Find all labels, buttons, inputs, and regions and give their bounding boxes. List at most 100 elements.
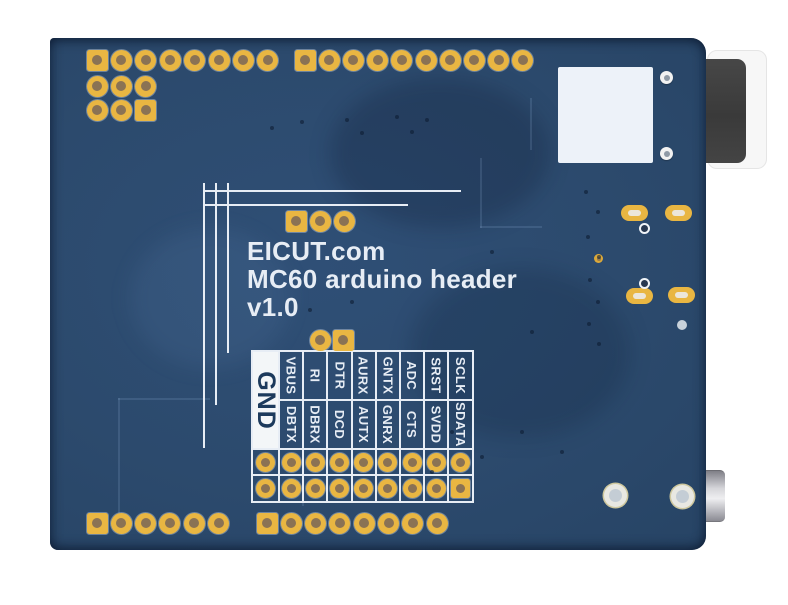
via <box>520 430 524 434</box>
via <box>639 223 650 234</box>
silkscreen-line-brand: EICUT.com <box>247 236 386 266</box>
table-pin-cell <box>327 449 352 475</box>
table-pin-cell <box>375 449 400 475</box>
pin-label-cell: AUTX <box>351 400 376 449</box>
pin-label-cell: DTR <box>327 351 352 400</box>
fiducial-line-horizontal <box>203 190 461 192</box>
pin-hole <box>110 99 132 121</box>
pin-label-cell: DBTX <box>279 400 304 449</box>
pin-hole <box>135 49 157 71</box>
pin-hole <box>309 210 331 232</box>
table-pin-cell <box>448 475 473 502</box>
pin-hole <box>110 75 132 97</box>
pin-hole <box>488 49 510 71</box>
pin-label-cell: AURX <box>351 351 376 400</box>
table-pin-cell <box>303 475 328 502</box>
via <box>345 118 349 122</box>
pin-label-cell: DBRX <box>303 400 328 449</box>
mounting-hole <box>671 485 694 508</box>
via <box>597 342 601 346</box>
via <box>596 300 600 304</box>
pin-hole <box>256 452 275 472</box>
via <box>430 470 434 474</box>
pin-label: SDATA <box>452 402 468 447</box>
oval-test-pad <box>621 205 648 221</box>
silkscreen-title: EICUT.com MC60 arduino header v1.0 <box>247 237 517 321</box>
table-pin-cell <box>399 449 425 475</box>
pin-label-cell: VBUS <box>279 351 304 400</box>
pin-hole <box>86 99 108 121</box>
pin-label: SCLK <box>452 357 468 394</box>
pin-label-cell: SVDD <box>424 400 449 449</box>
silkscreen-line-product: MC60 arduino header <box>247 264 518 294</box>
pin-label: ADC <box>404 360 420 391</box>
table-pin-cell <box>327 475 352 502</box>
pin-label-cell: RI <box>303 351 328 400</box>
fiducial-line-horizontal <box>203 204 408 206</box>
pin-hole <box>86 75 108 97</box>
pin-label-cell: CTS <box>399 400 425 449</box>
pin-hole <box>439 49 461 71</box>
via <box>660 147 673 160</box>
pin-hole <box>257 49 279 71</box>
via <box>584 190 588 194</box>
pin-hole <box>415 49 437 71</box>
via <box>530 330 534 334</box>
via <box>300 120 304 124</box>
pin-hole <box>184 49 206 71</box>
gnd-cell: GND <box>252 351 280 449</box>
pin-hole <box>426 479 446 498</box>
pin-hole <box>280 512 302 534</box>
table-pin-cell <box>424 475 449 502</box>
oval-test-pad <box>665 205 692 221</box>
table-pin-cell <box>279 449 304 475</box>
pin-label: AURX <box>356 356 372 395</box>
pin-hole <box>86 49 108 71</box>
table-pin-cell <box>399 475 425 502</box>
pin-label: DTR <box>331 361 347 390</box>
via <box>639 278 650 289</box>
pin-label-cell: GNRX <box>375 400 400 449</box>
pin-label-cell: SCLK <box>448 351 473 400</box>
pin-hole <box>256 512 278 534</box>
pin-hole <box>281 479 301 498</box>
pin-label-cell: SDATA <box>448 400 473 449</box>
pin-label: SRST <box>428 357 444 394</box>
silkscreen-line-version: v1.0 <box>247 292 299 322</box>
trace <box>118 398 210 400</box>
trace <box>480 158 482 228</box>
pin-hole <box>378 452 398 472</box>
pin-hole <box>281 452 301 472</box>
pin-hole <box>378 479 398 498</box>
pin-label-cell: GNTX <box>375 351 400 400</box>
via <box>587 322 591 326</box>
pin-hole <box>159 512 181 534</box>
pin-label: RI <box>307 368 323 383</box>
pin-hole <box>353 512 375 534</box>
table-pin-cell <box>351 449 376 475</box>
pin-hole <box>329 479 349 498</box>
pin-hole <box>333 210 355 232</box>
pin-hole <box>86 512 108 534</box>
pin-hole <box>305 452 325 472</box>
table-pin-cell <box>448 449 473 475</box>
pin-label: VBUS <box>283 356 299 395</box>
trace <box>118 398 120 528</box>
pin-hole <box>342 49 364 71</box>
pin-hole <box>208 49 230 71</box>
pin-hole <box>294 49 316 71</box>
pin-label-cell: DCD <box>327 400 352 449</box>
pin-hole <box>183 512 205 534</box>
pin-hole <box>450 479 470 498</box>
mounting-hole <box>604 484 627 507</box>
via <box>586 235 590 239</box>
pin-hole <box>391 49 413 71</box>
fiducial-line-vertical <box>203 183 205 448</box>
pin-hole <box>285 210 307 232</box>
pin-hole <box>309 329 331 351</box>
pin-hole <box>232 49 254 71</box>
via <box>480 455 484 459</box>
pin-hole <box>402 452 422 472</box>
pin-hole <box>329 452 349 472</box>
via <box>450 430 454 434</box>
